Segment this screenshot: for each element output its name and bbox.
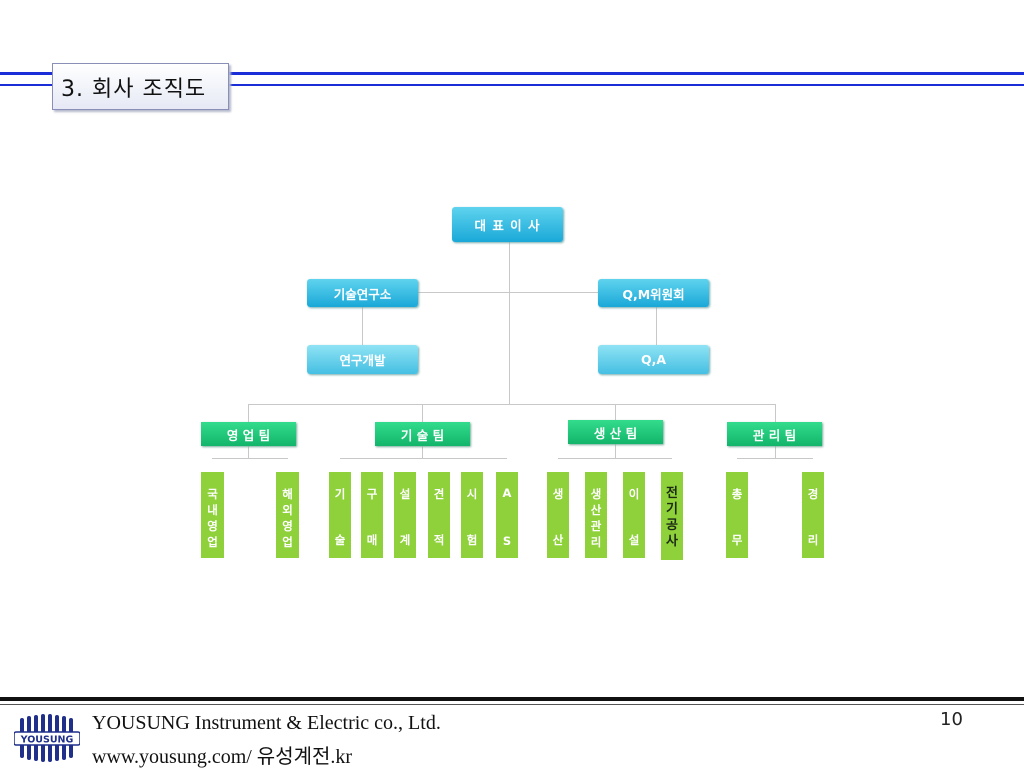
subunit-testing: 시 험 (461, 472, 483, 558)
connector-sub-bus-4 (737, 458, 813, 459)
connector-sub-bus-1 (212, 458, 288, 459)
node-team-production: 생 산 팀 (568, 420, 663, 444)
connector-sub-drop-1 (248, 446, 249, 458)
node-team-sales: 영 업 팀 (201, 422, 296, 446)
node-team-admin-label: 관 리 팀 (752, 427, 797, 443)
node-team-tech-label: 기 술 팀 (400, 427, 445, 443)
subunit-domestic-sales: 국 내 영 업 (201, 472, 224, 558)
connector-ceo-trunk (509, 242, 510, 404)
connector-sub-bus-3 (558, 458, 672, 459)
node-rnd: 연구개발 (307, 345, 418, 374)
node-team-admin: 관 리 팀 (727, 422, 822, 446)
company-logo: YOUSUNG (14, 714, 80, 762)
node-team-sales-label: 영 업 팀 (226, 427, 271, 443)
subunit-production: 생 산 (547, 472, 569, 558)
footer-rule-thick (0, 697, 1024, 701)
connector-team3 (615, 404, 616, 420)
connector-team4 (775, 404, 776, 422)
subunit-design: 설 계 (394, 472, 416, 558)
footer-rule-thin (0, 704, 1024, 705)
subunit-production-management: 생 산 관 리 (585, 472, 607, 558)
subunit-accounting: 경 리 (802, 472, 824, 558)
connector-team1 (248, 404, 249, 422)
header-rule-top (0, 72, 1024, 75)
node-qm-committee-label: Q,M위원회 (622, 286, 685, 302)
subunit-relocation: 이 설 (623, 472, 645, 558)
subunit-overseas-sales: 해 외 영 업 (276, 472, 299, 558)
subunit-general-affairs: 총 무 (726, 472, 748, 558)
node-team-tech: 기 술 팀 (375, 422, 470, 446)
connector-teams-bus (248, 404, 776, 405)
connector-lab-child (362, 307, 363, 345)
node-research-lab-label: 기술연구소 (333, 286, 392, 302)
subunit-as: A S (496, 472, 518, 558)
node-qa: Q,A (598, 345, 709, 374)
connector-sub-drop-3 (615, 444, 616, 458)
node-research-lab: 기술연구소 (307, 279, 418, 307)
node-ceo: 대 표 이 사 (452, 207, 563, 242)
subunit-purchasing: 구 매 (361, 472, 383, 558)
node-rnd-label: 연구개발 (339, 353, 386, 368)
page-number: 10 (940, 709, 963, 730)
page-title-text: 3. 회사 조직도 (61, 76, 207, 102)
connector-sub-bus-2 (340, 458, 507, 459)
node-qa-label: Q,A (640, 352, 667, 367)
node-ceo-label: 대 표 이 사 (474, 218, 541, 233)
logo-wordmark: YOUSUNG (20, 735, 74, 746)
footer-company-name: YOUSUNG Instrument & Electric co., Ltd. (92, 712, 441, 734)
header-rule-bottom (0, 84, 1024, 86)
footer-website: www.yousung.com/ 유성계전.kr (92, 746, 353, 768)
connector-lab-qm (418, 292, 598, 293)
page-title: 3. 회사 조직도 (52, 63, 229, 110)
connector-sub-drop-4 (775, 446, 776, 458)
node-qm-committee: Q,M위원회 (598, 279, 709, 307)
connector-team2 (422, 404, 423, 422)
node-team-production-label: 생 산 팀 (593, 425, 638, 441)
subunit-estimate: 견 적 (428, 472, 450, 558)
subunit-technology: 기 술 (329, 472, 351, 558)
connector-sub-drop-2 (422, 446, 423, 458)
subunit-electrical-construction: 전 기 공 사 (661, 472, 683, 560)
connector-qm-child (656, 307, 657, 345)
